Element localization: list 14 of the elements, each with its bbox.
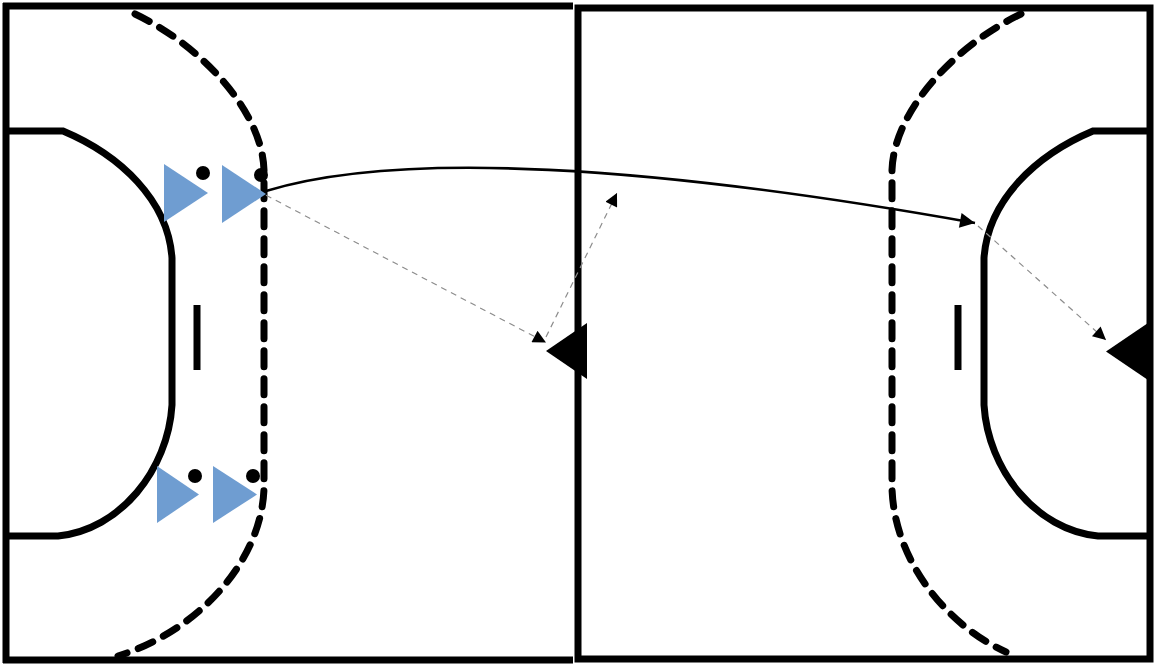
dashed-arrow [977, 225, 1107, 341]
dot-icon [188, 469, 202, 483]
dot-icon [254, 168, 268, 182]
triangle-icon [222, 165, 266, 223]
triangle-icon [164, 164, 208, 222]
dot-icon [246, 469, 260, 483]
triangle-icon [213, 466, 257, 523]
triangle-icon [1106, 323, 1148, 380]
dashed-arrow [265, 194, 547, 344]
triangle-icon [546, 323, 587, 379]
triangle-icon [157, 466, 199, 523]
dot-icon [196, 166, 210, 180]
dashed-arrow [545, 192, 618, 338]
arrow [265, 166, 976, 228]
